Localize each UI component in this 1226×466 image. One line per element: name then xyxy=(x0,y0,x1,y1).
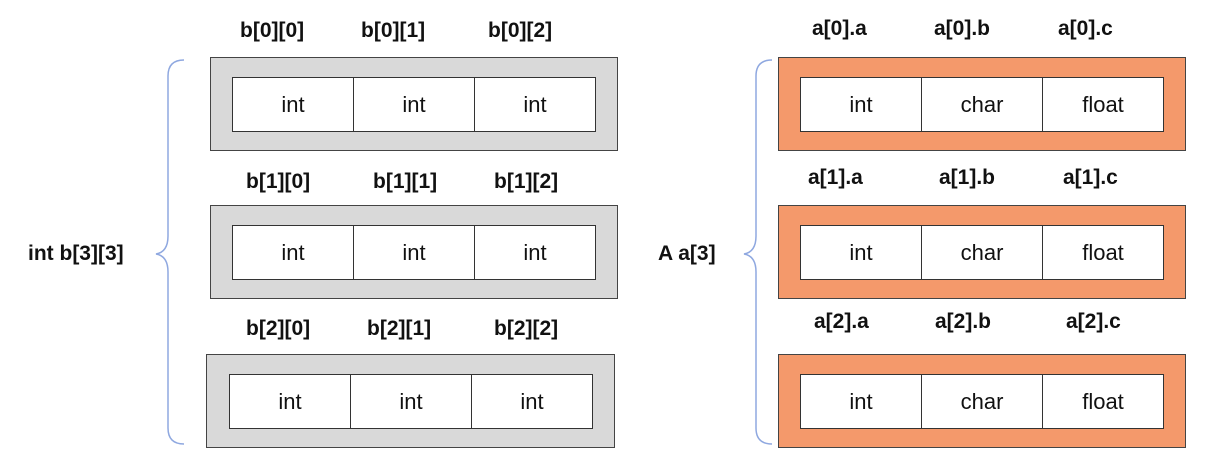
right-group-label: A a[3] xyxy=(658,242,716,265)
cell-a-1-a: int xyxy=(849,239,873,265)
cell-a-2-b: char xyxy=(921,375,1042,428)
header-b-2-1: b[2][1] xyxy=(367,317,432,340)
cell-b-0-1: int xyxy=(353,78,474,131)
header-b-1-1: b[1][1] xyxy=(373,170,438,193)
header-a-0-c: a[0].c xyxy=(1058,17,1113,40)
row-a-1-cells: int char float xyxy=(800,225,1164,280)
header-b-0-2: b[0][2] xyxy=(488,19,553,42)
cell-a-0-c: float xyxy=(1042,78,1163,131)
cell-b-0-0: int xyxy=(281,91,305,117)
header-a-2-b: a[2].b xyxy=(935,310,992,333)
cell-a-0-b: char xyxy=(921,78,1042,131)
header-b-2-0: b[2][0] xyxy=(246,317,311,340)
row-b-0-cells: int int int xyxy=(232,77,596,132)
row-a-1-container: int char float xyxy=(778,205,1186,299)
cell-b-1-0: int xyxy=(281,239,305,265)
header-a-1-c: a[1].c xyxy=(1063,166,1118,189)
cell-b-2-0: int xyxy=(278,388,302,414)
row-a-0-cells: int char float xyxy=(800,77,1164,132)
header-b-0-0: b[0][0] xyxy=(240,19,305,42)
header-a-2-c: a[2].c xyxy=(1066,310,1121,333)
header-a-1-b: a[1].b xyxy=(939,166,996,189)
cell-b-2-1: int xyxy=(350,375,471,428)
left-curly-brace-icon xyxy=(155,59,185,445)
left-group-label: int b[3][3] xyxy=(28,242,124,265)
cell-b-2-2: int xyxy=(471,375,592,428)
cell-b-0-2: int xyxy=(474,78,595,131)
row-b-0-container: int int int xyxy=(210,57,618,151)
header-a-0-b: a[0].b xyxy=(934,17,991,40)
header-b-1-2: b[1][2] xyxy=(494,170,559,193)
cell-b-1-1: int xyxy=(353,226,474,279)
row-b-2-cells: int int int xyxy=(229,374,593,429)
header-a-2-a: a[2].a xyxy=(814,310,869,333)
row-b-2-container: int int int xyxy=(206,354,615,448)
cell-a-1-b: char xyxy=(921,226,1042,279)
header-a-1-a: a[1].a xyxy=(808,166,863,189)
header-a-0-a: a[0].a xyxy=(812,17,867,40)
cell-b-1-2: int xyxy=(474,226,595,279)
header-b-0-1: b[0][1] xyxy=(361,19,426,42)
row-a-2-cells: int char float xyxy=(800,374,1164,429)
header-b-1-0: b[1][0] xyxy=(246,170,311,193)
cell-a-2-a: int xyxy=(849,388,873,414)
right-curly-brace-icon xyxy=(743,59,773,445)
row-b-1-cells: int int int xyxy=(232,225,596,280)
cell-a-2-c: float xyxy=(1042,375,1163,428)
cell-a-0-a: int xyxy=(849,91,873,117)
header-b-2-2: b[2][2] xyxy=(494,317,559,340)
row-a-0-container: int char float xyxy=(778,57,1186,151)
cell-a-1-c: float xyxy=(1042,226,1163,279)
row-b-1-container: int int int xyxy=(210,205,618,299)
row-a-2-container: int char float xyxy=(778,354,1186,448)
